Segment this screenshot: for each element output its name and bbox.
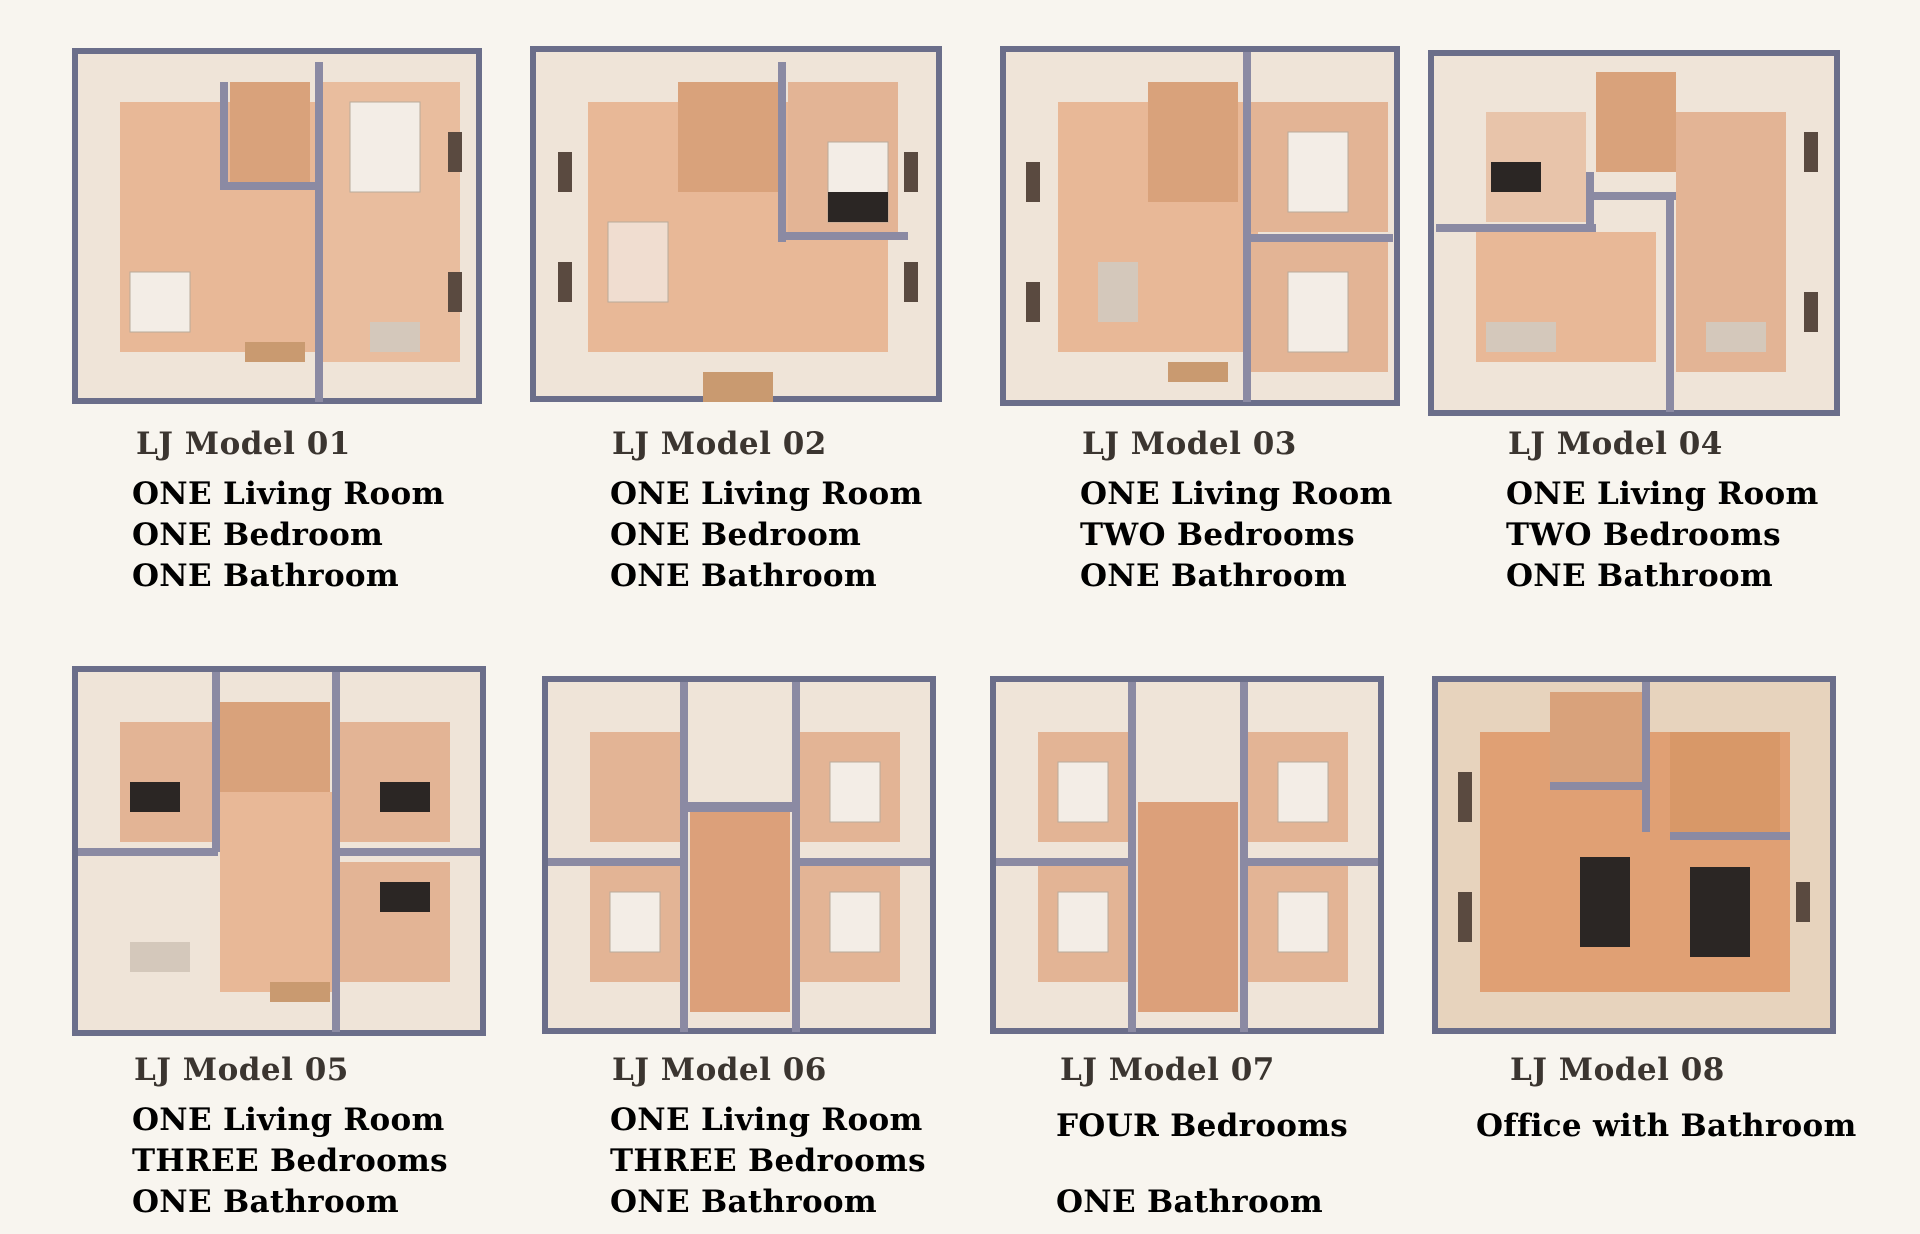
model-card-08: LJ Model 08 Office with Bathroom	[1430, 662, 1870, 1222]
model-name: LJ Model 05	[134, 1052, 349, 1088]
model-feature: ONE Living Room	[610, 1102, 923, 1138]
floor-plan-image-08	[1432, 676, 1836, 1034]
floor-plan-image-01	[72, 48, 482, 404]
floor-plan-image-05	[72, 666, 486, 1036]
model-name: LJ Model 01	[136, 426, 351, 462]
model-caption-01: LJ Model 01	[136, 426, 351, 462]
model-feature: ONE Living Room	[132, 476, 445, 512]
model-name: LJ Model 03	[1082, 426, 1297, 462]
model-feature: ONE Bedroom	[610, 517, 862, 553]
floor-plan-image-02	[530, 46, 942, 402]
model-feature: ONE Bathroom	[1056, 1184, 1323, 1220]
model-feature: TWO Bedrooms	[1506, 517, 1781, 553]
model-name: LJ Model 04	[1508, 426, 1723, 462]
model-feature: ONE Bedroom	[132, 517, 384, 553]
model-card-06: LJ Model 06 ONE Living Room THREE Bedroo…	[540, 662, 960, 1222]
model-feature: THREE Bedrooms	[132, 1143, 448, 1179]
model-feature: ONE Bathroom	[610, 1184, 877, 1220]
floor-plan-image-04	[1428, 50, 1840, 416]
model-caption-05: LJ Model 05	[134, 1052, 349, 1088]
model-caption-08: LJ Model 08	[1510, 1052, 1725, 1088]
model-feature: ONE Bathroom	[1506, 558, 1773, 594]
model-card-07: LJ Model 07 FOUR Bedrooms ONE Bathroom	[988, 662, 1408, 1222]
model-caption-02: LJ Model 02	[612, 426, 827, 462]
model-caption-03: LJ Model 03	[1082, 426, 1297, 462]
model-feature: ONE Living Room	[610, 476, 923, 512]
model-card-02: LJ Model 02 ONE Living Room ONE Bedroom …	[528, 42, 948, 602]
floor-plan-image-07	[990, 676, 1384, 1034]
model-feature: ONE Living Room	[132, 1102, 445, 1138]
model-name: LJ Model 08	[1510, 1052, 1725, 1088]
model-feature: ONE Bathroom	[610, 558, 877, 594]
model-feature: ONE Living Room	[1080, 476, 1393, 512]
model-feature: ONE Living Room	[1506, 476, 1819, 512]
model-caption-06: LJ Model 06	[612, 1052, 827, 1088]
floor-plan-image-03	[1000, 46, 1400, 406]
model-feature: ONE Bathroom	[132, 1184, 399, 1220]
model-name: LJ Model 02	[612, 426, 827, 462]
model-caption-07: LJ Model 07	[1060, 1052, 1275, 1088]
model-card-04: LJ Model 04 ONE Living Room TWO Bedrooms…	[1426, 42, 1846, 602]
model-name: LJ Model 07	[1060, 1052, 1275, 1088]
model-caption-04: LJ Model 04	[1508, 426, 1723, 462]
model-card-03: LJ Model 03 ONE Living Room TWO Bedrooms…	[998, 42, 1418, 602]
model-card-05: LJ Model 05 ONE Living Room THREE Bedroo…	[70, 662, 490, 1222]
model-card-01: LJ Model 01 ONE Living Room ONE Bedroom …	[70, 42, 490, 602]
model-feature: THREE Bedrooms	[610, 1143, 926, 1179]
model-feature: Office with Bathroom	[1476, 1108, 1857, 1144]
model-feature: FOUR Bedrooms	[1056, 1108, 1349, 1144]
model-name: LJ Model 06	[612, 1052, 827, 1088]
model-feature: TWO Bedrooms	[1080, 517, 1355, 553]
model-feature: ONE Bathroom	[132, 558, 399, 594]
floor-plan-image-06	[542, 676, 936, 1034]
model-feature: ONE Bathroom	[1080, 558, 1347, 594]
